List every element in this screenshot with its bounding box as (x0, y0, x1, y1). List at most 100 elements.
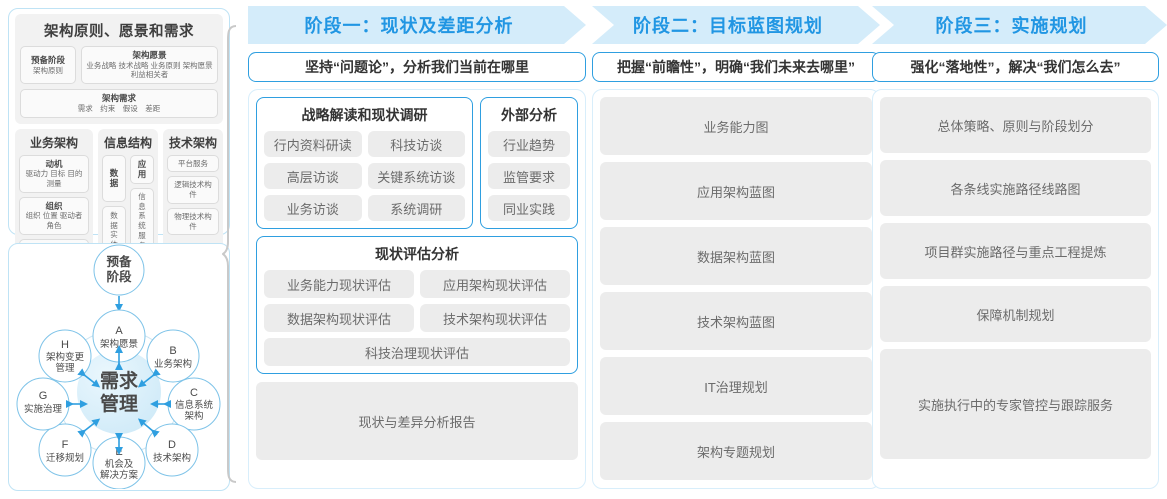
phase-header-label-2: 阶段二：目标蓝图规划 (633, 16, 823, 36)
pill-item[interactable]: 应用架构现状评估 (420, 270, 570, 298)
svg-text:业务架构: 业务架构 (154, 358, 192, 370)
pill-item[interactable]: 同业实践 (488, 195, 570, 221)
cell-sub: 逻辑技术构件 (174, 180, 212, 199)
framework-cell-prep: 预备阶段 架构原则 (20, 46, 76, 85)
framework-cell: 组织 组织 位置 驱动者 角色 (19, 196, 89, 235)
pill-item[interactable]: 项目群实施路径与重点工程提炼 (880, 223, 1151, 279)
framework-cell: 物理技术构件 (167, 207, 219, 236)
framework-cell-vision: 架构愿景 业务战略 技术战略 业务原则 架构愿景 利益相关者 (81, 46, 218, 85)
phase-header-3: 阶段三：实施规划 (872, 6, 1167, 44)
pill-item[interactable]: 实施执行中的专家管控与跟踪服务 (880, 349, 1151, 459)
column-stack: 平台服务 逻辑技术构件 物理技术构件 (167, 154, 219, 236)
adm-center-label-2: 管理 (100, 392, 138, 415)
pill-item[interactable]: 保障机制规划 (880, 286, 1151, 342)
pill-item[interactable]: 业务能力现状评估 (264, 270, 414, 298)
pill-item[interactable]: 总体策略、原则与阶段划分 (880, 97, 1151, 153)
svg-text:预备: 预备 (106, 254, 132, 269)
pill-item[interactable]: 科技访谈 (367, 131, 465, 157)
svg-text:F: F (62, 439, 69, 451)
phase-body-1: 战略解读和现状调研 行内资料研读 科技访谈 高层访谈 关键系统访谈 业务访谈 系… (248, 89, 586, 489)
pill-row: 高层访谈 关键系统访谈 (264, 163, 465, 189)
phase-column-2: 把握“前瞻性”，明确“我们未来去哪里” 业务能力图 应用架构蓝图 数据架构蓝图 … (592, 52, 880, 489)
cell-sub: 组织 位置 驱动者 角色 (25, 211, 83, 230)
phase-header-label-3: 阶段三：实施规划 (935, 16, 1088, 36)
cell-sub: 信息系统服务 (138, 191, 146, 250)
pill-item[interactable]: 技术架构蓝图 (600, 292, 872, 350)
pill-item[interactable]: 技术架构现状评估 (420, 304, 570, 332)
phase-subtitle-1: 坚持“问题论”，分析我们当前在哪里 (248, 52, 586, 82)
pill-item[interactable]: 行内资料研读 (264, 131, 362, 157)
svg-text:A: A (115, 325, 123, 337)
architecture-framework-panel: 架构原则、愿景和需求 预备阶段 架构原则 架构愿景 业务战略 技术战略 业务原则… (8, 8, 230, 452)
cell-sub: 平台服务 (178, 158, 208, 168)
pill-item[interactable]: IT治理规划 (600, 357, 872, 415)
phase2-item-list: 业务能力图 应用架构蓝图 数据架构蓝图 技术架构蓝图 IT治理规划 架构专题规划 (600, 97, 872, 480)
pill-item[interactable]: 科技治理现状评估 (264, 338, 570, 366)
pill-item[interactable]: 各条线实施路径线路图 (880, 160, 1151, 216)
pill-item[interactable]: 系统调研 (367, 195, 465, 221)
adm-node-prep (93, 244, 145, 296)
phase3-item-list: 总体策略、原则与阶段划分 各条线实施路径线路图 项目群实施路径与重点工程提炼 保… (880, 97, 1151, 459)
framework-cell-requirements: 架构需求 需求 约束 假设 差距 (20, 89, 218, 118)
phase-body-2: 业务能力图 应用架构蓝图 数据架构蓝图 技术架构蓝图 IT治理规划 架构专题规划 (592, 89, 880, 489)
svg-text:实施治理: 实施治理 (24, 403, 63, 415)
svg-text:解决方案: 解决方案 (100, 469, 139, 481)
phase1-top-row: 战略解读和现状调研 行内资料研读 科技访谈 高层访谈 关键系统访谈 业务访谈 系… (256, 97, 578, 229)
svg-text:迁移规划: 迁移规划 (46, 452, 84, 464)
cell-heading: 架构需求 (101, 93, 136, 104)
cell-sub: 需求 约束 假设 差距 (77, 103, 161, 113)
pill-item[interactable]: 高层访谈 (264, 163, 362, 189)
svg-text:B: B (169, 345, 176, 357)
card-external-analysis[interactable]: 外部分析 行业趋势 监管要求 同业实践 (480, 97, 578, 229)
phase-body-3: 总体策略、原则与阶段划分 各条线实施路径线路图 项目群实施路径与重点工程提炼 保… (872, 89, 1159, 489)
phase1-footer-report[interactable]: 现状与差异分析报告 (256, 382, 578, 460)
phase-header-1: 阶段一：现状及差距分析 (248, 6, 586, 44)
phase-subtitle-3: 强化“落地性”，解决“我们怎么去” (872, 52, 1159, 82)
pill-item[interactable]: 数据架构蓝图 (600, 227, 872, 285)
framework-top-row: 预备阶段 架构原则 架构愿景 业务战略 技术战略 业务原则 架构愿景 利益相关者 (20, 46, 218, 85)
svg-text:架构: 架构 (184, 410, 203, 422)
pill-item[interactable]: 数据架构现状评估 (264, 304, 414, 332)
svg-text:技术架构: 技术架构 (153, 452, 191, 464)
svg-text:信息系统: 信息系统 (175, 399, 214, 411)
brace-connector (221, 24, 248, 484)
card-strategy-research[interactable]: 战略解读和现状调研 行内资料研读 科技访谈 高层访谈 关键系统访谈 业务访谈 系… (256, 97, 473, 229)
phase-column-3: 强化“落地性”，解决“我们怎么去” 总体策略、原则与阶段划分 各条线实施路径线路… (872, 52, 1159, 489)
framework-cell: 平台服务 (167, 154, 219, 173)
cell-sub: 物理技术构件 (174, 211, 212, 231)
card-current-state-assessment[interactable]: 现状评估分析 业务能力现状评估 应用架构现状评估 数据架构现状评估 技术架构现状… (256, 236, 578, 374)
svg-text:管理: 管理 (55, 362, 75, 374)
pill-item[interactable]: 关键系统访谈 (367, 163, 465, 189)
adm-cycle-svg: 需求 管理 预备 阶段 A 架构愿景 B 业务架构 C 信息系统 架构 (16, 244, 221, 489)
svg-text:阶段: 阶段 (106, 269, 132, 284)
svg-text:G: G (39, 390, 48, 402)
cell-sub: 业务战略 技术战略 业务原则 架构愿景 利益相关者 (86, 60, 213, 80)
framework-title: 架构原则、愿景和需求 (44, 24, 194, 40)
svg-text:架构变更: 架构变更 (46, 351, 85, 363)
svg-text:架构愿景: 架构愿景 (100, 338, 138, 350)
cell-heading: 动机 (45, 158, 63, 169)
framework-cell: 动机 驱动力 目标 目的 测量 (19, 154, 89, 193)
phase-chevron-2 (592, 6, 880, 44)
pill-item[interactable]: 行业趋势 (488, 131, 570, 157)
pill-item[interactable]: 架构专题规划 (600, 422, 872, 480)
adm-center-label-1: 需求 (100, 369, 139, 392)
adm-cycle-panel: 需求 管理 预备 阶段 A 架构愿景 B 业务架构 C 信息系统 架构 (8, 243, 230, 491)
pill-row: 业务能力现状评估 应用架构现状评估 (264, 270, 570, 298)
card-title: 外部分析 (501, 107, 557, 123)
pill-item[interactable]: 业务能力图 (600, 97, 872, 155)
column-title: 信息结构 (103, 135, 152, 150)
framework-cell: 逻辑技术构件 (167, 176, 219, 204)
pill-item[interactable]: 业务访谈 (264, 195, 362, 221)
cell-heading: 架构愿景 (132, 50, 167, 60)
phase-header-label-1: 阶段一：现状及差距分析 (304, 16, 514, 36)
framework-cell: 应用 (130, 154, 154, 184)
card-title: 战略解读和现状调研 (301, 107, 428, 123)
phase-chevron-3 (872, 6, 1167, 44)
svg-text:D: D (168, 439, 176, 451)
pill-item[interactable]: 应用架构蓝图 (600, 162, 872, 220)
pill-item[interactable]: 监管要求 (488, 163, 570, 189)
phase-column-1: 坚持“问题论”，分析我们当前在哪里 战略解读和现状调研 行内资料研读 科技访谈 … (248, 52, 586, 489)
cell-heading: 预备阶段 (30, 54, 65, 65)
